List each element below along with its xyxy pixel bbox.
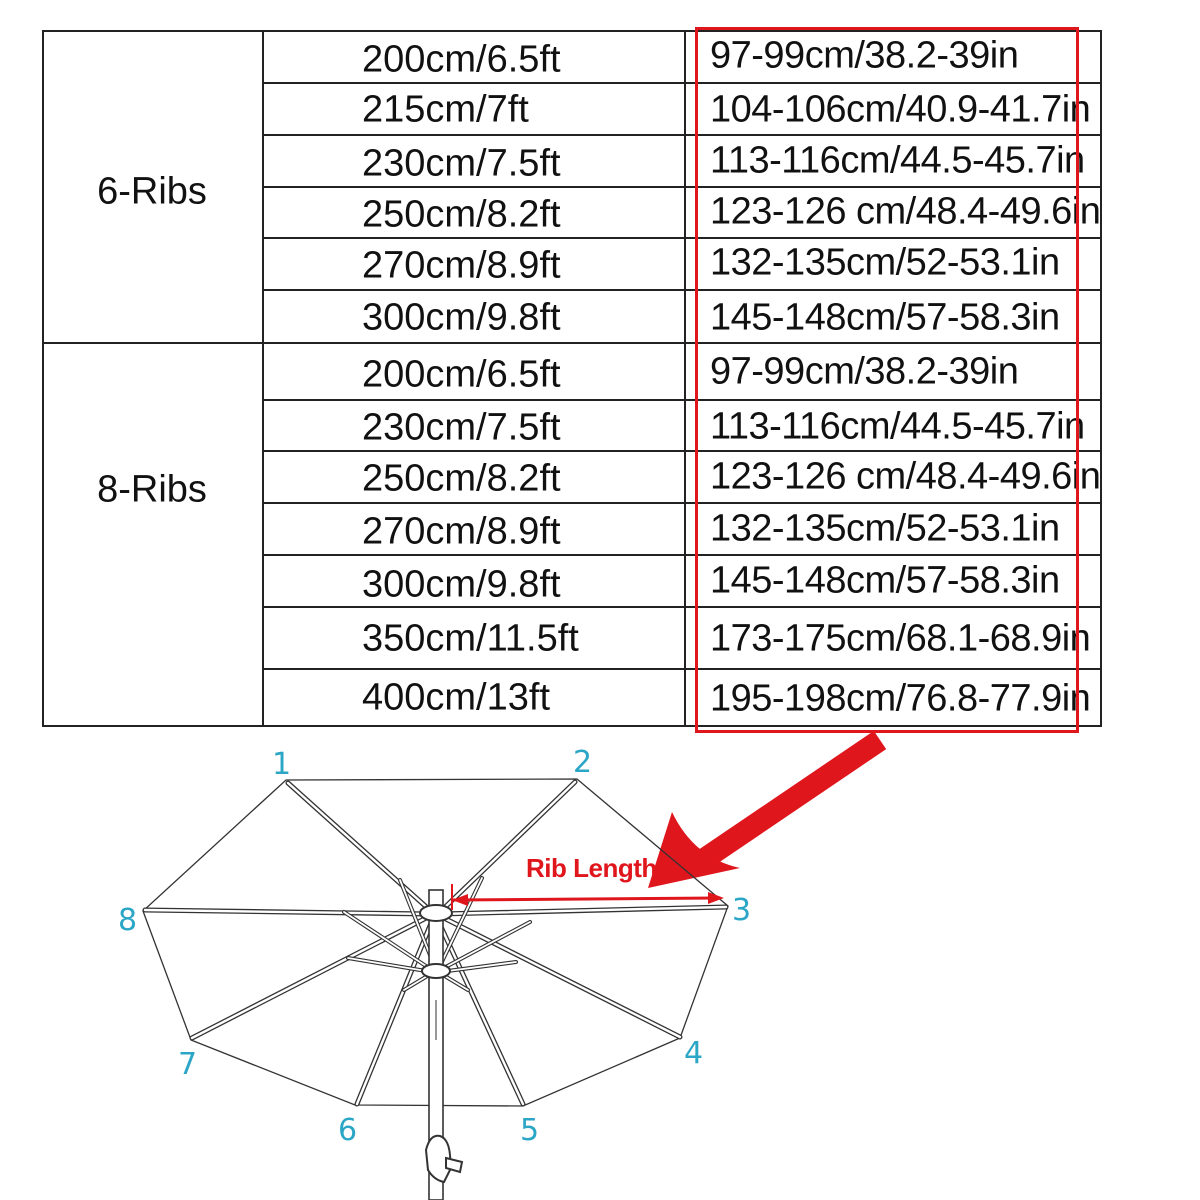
crank-handle bbox=[424, 1134, 464, 1184]
rib-length-cell: 132-135cm/52-53.1in bbox=[710, 241, 1060, 284]
column-divider-1 bbox=[262, 30, 264, 727]
rib-length-cell: 97-99cm/38.2-39in bbox=[710, 34, 1019, 77]
table-border-bottom bbox=[42, 725, 1102, 727]
table-border-right bbox=[1100, 30, 1102, 727]
column-divider-2 bbox=[684, 30, 686, 727]
rib-length-cell: 113-116cm/44.5-45.7in bbox=[710, 405, 1085, 448]
table-border-left bbox=[42, 30, 44, 727]
rib-length-cell: 145-148cm/57-58.3in bbox=[710, 296, 1060, 339]
row-divider bbox=[262, 82, 1102, 84]
rib-length-cell: 97-99cm/38.2-39in bbox=[710, 350, 1019, 393]
diameter-cell: 300cm/9.8ft bbox=[362, 296, 561, 339]
rib-number-label: 7 bbox=[178, 1047, 197, 1082]
runner-hub bbox=[421, 963, 451, 979]
size-table: 6-Ribs 8-Ribs 200cm/6.5ft 97-99cm/38.2-3… bbox=[42, 30, 1102, 727]
row-divider bbox=[262, 554, 1102, 556]
diameter-cell: 215cm/7ft bbox=[362, 88, 529, 131]
diameter-cell: 270cm/8.9ft bbox=[362, 244, 561, 287]
rib-number-label: 6 bbox=[338, 1113, 357, 1148]
diameter-cell: 250cm/8.2ft bbox=[362, 457, 561, 500]
pointer-arrow bbox=[648, 730, 887, 888]
row-divider bbox=[262, 399, 1102, 401]
diameter-cell: 200cm/6.5ft bbox=[362, 353, 561, 396]
rib-length-cell: 113-116cm/44.5-45.7in bbox=[710, 139, 1085, 182]
diameter-cell: 230cm/7.5ft bbox=[362, 142, 561, 185]
rib-length-cell: 173-175cm/68.1-68.9in bbox=[710, 617, 1091, 660]
row-divider bbox=[262, 237, 1102, 239]
row-divider bbox=[262, 502, 1102, 504]
diameter-cell: 350cm/11.5ft bbox=[362, 617, 579, 660]
row-divider bbox=[262, 668, 1102, 670]
crown-hub bbox=[419, 904, 453, 922]
row-divider bbox=[262, 289, 1102, 291]
row-divider bbox=[262, 134, 1102, 136]
rib-number-label: 4 bbox=[684, 1036, 703, 1071]
diameter-cell: 400cm/13ft bbox=[362, 676, 550, 719]
row-divider bbox=[262, 450, 1102, 452]
rib-number-label: 5 bbox=[520, 1113, 539, 1148]
diameter-cell: 300cm/9.8ft bbox=[362, 563, 561, 606]
diameter-cell: 250cm/8.2ft bbox=[362, 193, 561, 236]
rib-number-label: 8 bbox=[118, 903, 137, 938]
rib-number-label: 2 bbox=[573, 745, 592, 780]
row-divider bbox=[262, 606, 1102, 608]
rib-length-dimension bbox=[451, 884, 724, 910]
rib-length-cell: 104-106cm/40.9-41.7in bbox=[710, 88, 1091, 131]
diameter-cell: 200cm/6.5ft bbox=[362, 38, 561, 81]
rib-length-cell: 123-126 cm/48.4-49.6in bbox=[710, 455, 1101, 498]
diameter-cell: 270cm/8.9ft bbox=[362, 510, 561, 553]
group-label-6-ribs: 6-Ribs bbox=[97, 170, 207, 213]
rib-number-label: 1 bbox=[272, 747, 291, 782]
table-border-top bbox=[42, 30, 1102, 32]
rib-number-label: 3 bbox=[732, 893, 751, 928]
group-label-8-ribs: 8-Ribs bbox=[97, 468, 207, 511]
rib-length-cell: 145-148cm/57-58.3in bbox=[710, 559, 1060, 602]
rib-length-cell: 132-135cm/52-53.1in bbox=[710, 507, 1060, 550]
diameter-cell: 230cm/7.5ft bbox=[362, 406, 561, 449]
rib-length-highlight-box bbox=[695, 27, 1079, 733]
rib-length-label: Rib Length bbox=[526, 853, 657, 883]
rib-length-cell: 195-198cm/76.8-77.9in bbox=[710, 677, 1091, 720]
row-divider bbox=[262, 186, 1102, 188]
group-divider bbox=[42, 342, 1102, 344]
rib-length-cell: 123-126 cm/48.4-49.6in bbox=[710, 190, 1101, 233]
